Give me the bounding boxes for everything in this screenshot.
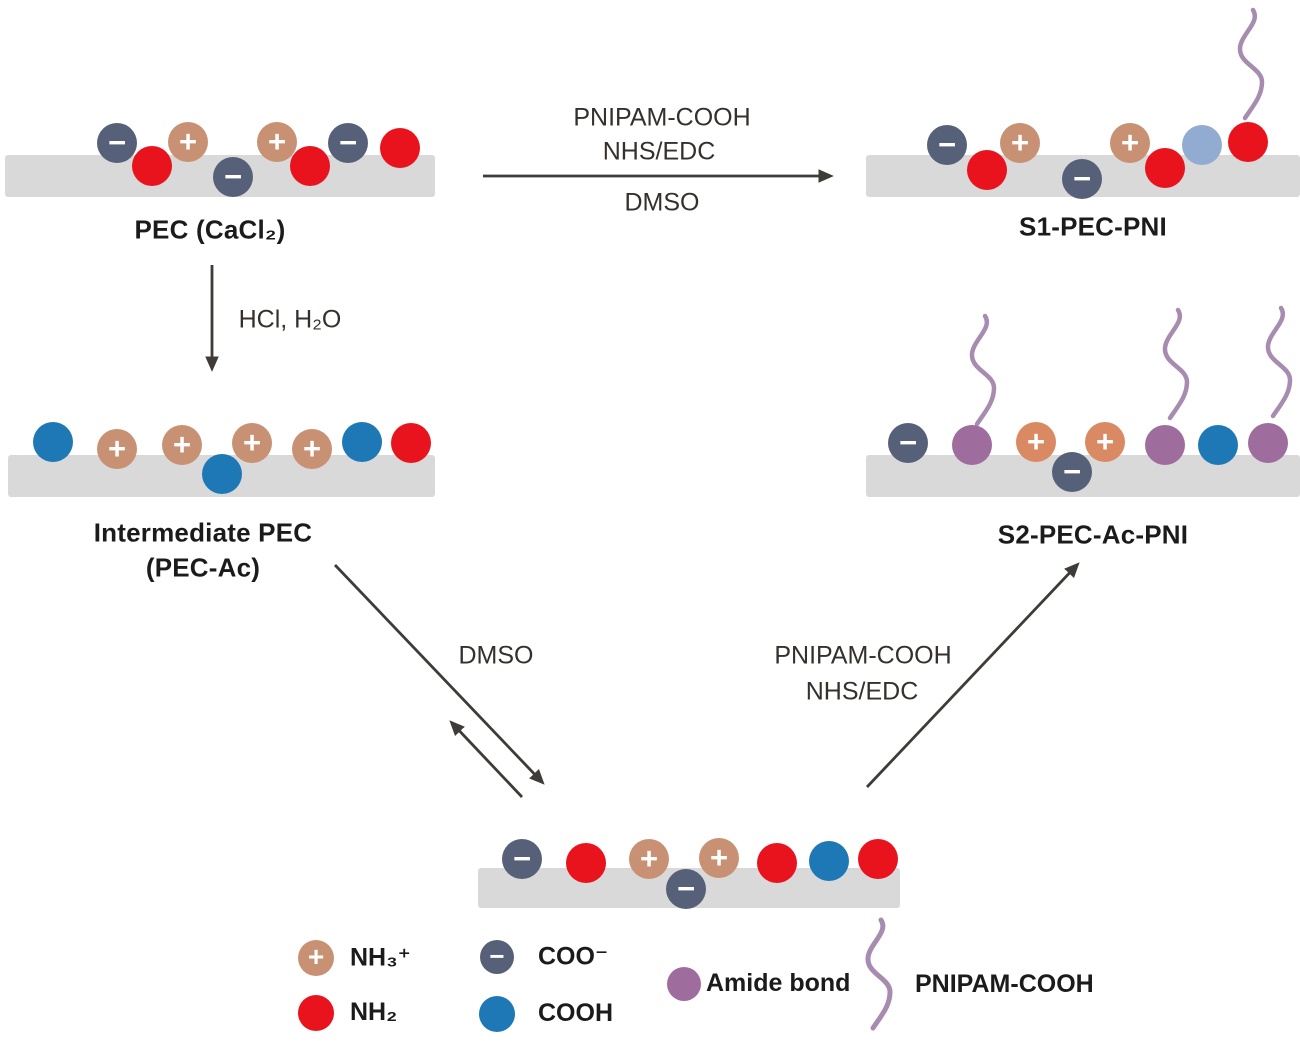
arrow-pecac-to-intermediate (449, 720, 524, 798)
legend-nh3-label: NH₃⁺ (350, 943, 411, 972)
legend-coo-symbol: − (480, 940, 514, 974)
legend-cooh-symbol (479, 996, 515, 1032)
minus-glyph: − (338, 124, 358, 160)
pec-cacl2-label: PEC (CaCl₂) (134, 214, 286, 245)
plus-glyph: + (1120, 124, 1140, 160)
plus-glyph: + (172, 426, 192, 462)
minus-glyph: − (1062, 453, 1082, 489)
pec-cacl2-group-nh2 (290, 146, 330, 186)
pec-ac-dmso-group-nh3: + (699, 838, 739, 878)
pec-ac-dmso-group-coo: − (502, 839, 542, 879)
chain-s2-middle-pnipam-chain-icon (1162, 307, 1190, 421)
legend-coo-label: COO⁻ (538, 942, 609, 971)
minus-glyph: − (512, 840, 532, 876)
s2-pec-ac-pni-group-coo: − (888, 423, 928, 463)
pec-cacl2-group-coo: − (328, 123, 368, 163)
s2-pec-ac-pni-group-amide (1145, 425, 1185, 465)
label-hcl: HCl, H₂O (238, 305, 342, 334)
chain-s2-right-pnipam-chain-icon (1265, 305, 1293, 419)
label-dmso-top: DMSO (624, 188, 700, 217)
minus-glyph: − (676, 870, 696, 906)
s2-pec-ac-pni-label: S2-PEC-Ac-PNI (997, 519, 1189, 550)
intermediate-pec-group-nh3: + (162, 425, 202, 465)
label-pnipam-right: PNIPAM-COOH (774, 641, 952, 670)
minus-glyph: − (1072, 160, 1092, 196)
plus-glyph: + (1095, 423, 1115, 459)
legend-cooh-label: COOH (538, 998, 613, 1027)
intermediate-pec-group-cooh (342, 422, 382, 462)
pnipam-chains (865, 7, 1293, 1031)
s1-pec-pni-group-nh3: + (1000, 123, 1040, 163)
arrow-pecac-to-s2 (865, 562, 1080, 788)
pec-ac-dmso-group-coo: − (666, 869, 706, 909)
intermediate-pec-label: Intermediate PEC (93, 517, 313, 548)
label-nhs-top: NHS/EDC (602, 137, 716, 166)
pec-cacl2-group-coo: − (97, 123, 137, 163)
s1-pec-pni-group-coo: − (1062, 159, 1102, 199)
pec-ac-dmso-group-cooh (809, 841, 849, 881)
s2-pec-ac-pni-group-coo: − (1052, 452, 1092, 492)
s2-pec-ac-pni-group-amide (952, 425, 992, 465)
intermediate-pec-group-nh3: + (97, 429, 137, 469)
minus-glyph: − (223, 158, 243, 194)
reaction-arrows (205, 169, 1080, 798)
intermediate-pec-label: (PEC-Ac) (145, 552, 261, 583)
s1-pec-pni-group-nh2 (1145, 148, 1185, 188)
pec-ac-dmso-group-nh2 (757, 843, 797, 883)
pec-ac-dmso-group-nh2 (566, 843, 606, 883)
pec-ac-dmso-group-nh2 (858, 839, 898, 879)
pec-cacl2-group-nh2 (132, 146, 172, 186)
s1-pec-pni-group-coo: − (927, 125, 967, 165)
minus-glyph: − (898, 424, 918, 460)
pec-cacl2-group-nh2 (380, 128, 420, 168)
intermediate-pec-group-nh3: + (292, 429, 332, 469)
plus-glyph: + (242, 424, 262, 460)
plus-glyph: + (709, 839, 729, 875)
legend-amide-label: Amide bond (706, 968, 851, 997)
plus-glyph: + (267, 123, 287, 159)
s2-pec-ac-pni-group-nh3o: + (1016, 422, 1056, 462)
intermediate-pec-group-nh2 (391, 423, 431, 463)
pec-ac-dmso-group-nh3: + (629, 839, 669, 879)
legend-nh2-label: NH₂ (350, 997, 398, 1026)
legend-nh3-symbol: + (298, 940, 334, 976)
minus-glyph: − (937, 126, 957, 162)
legend-nh2-symbol (298, 995, 334, 1031)
intermediate-pec-group-cooh (33, 422, 73, 462)
s1-pec-pni-group-nh2 (967, 150, 1007, 190)
pec-cacl2-group-coo: − (213, 157, 253, 197)
plus-glyph: + (639, 840, 659, 876)
s1-pec-pni-group-nh3: + (1110, 123, 1150, 163)
chain-legend-pnipam-chain-icon (865, 917, 893, 1031)
plus-glyph: + (1010, 124, 1030, 160)
chain-s2-left-pnipam-chain-icon (969, 313, 997, 427)
pec-cacl2-group-nh3: + (257, 122, 297, 162)
arrow-intermediate-to-pecac (333, 564, 545, 785)
s2-pec-ac-pni-group-nh3o: + (1085, 422, 1125, 462)
minus-glyph: − (107, 124, 127, 160)
intermediate-pec-group-nh3: + (232, 423, 272, 463)
plus-glyph: + (107, 430, 127, 466)
s1-pec-pni-group-nh2 (1228, 122, 1268, 162)
legend-pnipam-label: PNIPAM-COOH (915, 969, 1094, 998)
plus-glyph: + (307, 941, 325, 972)
s1-pec-pni-group-nhs (1182, 125, 1222, 165)
s2-pec-ac-pni-group-cooh (1198, 425, 1238, 465)
pec-cacl2-group-nh3: + (168, 122, 208, 162)
chain-s1-pnipam-chain-icon (1237, 7, 1265, 121)
plus-glyph: + (178, 123, 198, 159)
intermediate-pec-group-cooh (202, 454, 242, 494)
label-dmso-mid: DMSO (458, 641, 534, 670)
s1-pec-pni-label: S1-PEC-PNI (1019, 211, 1167, 242)
label-nhs-right: NHS/EDC (805, 677, 919, 706)
legend-amide-symbol (667, 967, 701, 1001)
s2-pec-ac-pni-group-amide (1248, 423, 1288, 463)
plus-glyph: + (302, 430, 322, 466)
minus-glyph: − (489, 941, 505, 971)
label-pnipam-top: PNIPAM-COOH (573, 103, 751, 132)
plus-glyph: + (1026, 423, 1046, 459)
